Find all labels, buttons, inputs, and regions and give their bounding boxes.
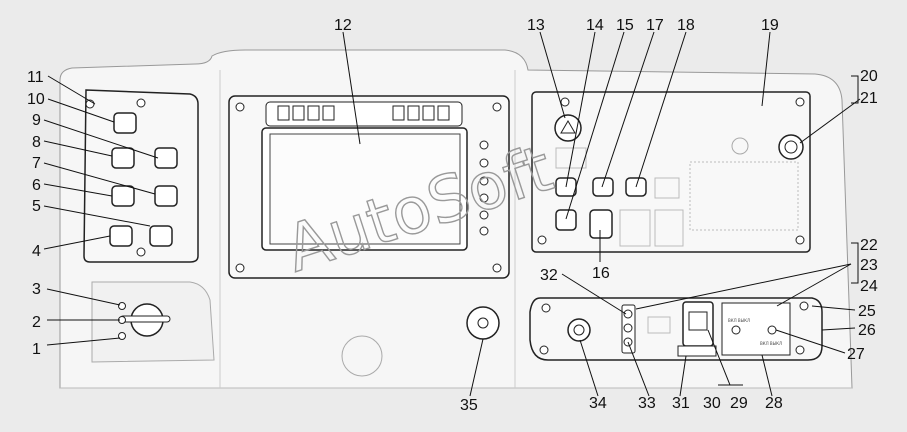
callout-30: 30 [703, 395, 721, 412]
switch-7[interactable] [154, 185, 178, 207]
label-plate-31 [677, 345, 717, 357]
hazard-button[interactable] [554, 114, 582, 142]
connector-socket [731, 325, 741, 335]
switch-15[interactable] [555, 209, 577, 231]
callout-29: 29 [730, 395, 748, 412]
callout-33: 33 [638, 395, 656, 412]
switch-4[interactable] [109, 225, 133, 247]
callout-10: 10 [27, 91, 45, 108]
callout-35: 35 [460, 397, 478, 414]
callout-15: 15 [616, 17, 634, 34]
position-1 [118, 332, 126, 340]
callout-1: 1 [32, 341, 41, 358]
callout-4: 4 [32, 243, 41, 260]
left-switch-panel [83, 89, 199, 263]
callout-18: 18 [677, 17, 695, 34]
display-button[interactable] [479, 140, 489, 150]
callout-26: 26 [858, 322, 876, 339]
display-button[interactable] [479, 226, 489, 236]
console-seams [219, 70, 516, 388]
callout-17: 17 [646, 17, 664, 34]
callout-28: 28 [765, 395, 783, 412]
callout-22: 22 [860, 237, 878, 254]
callout-14: 14 [586, 17, 604, 34]
switch-10[interactable] [113, 112, 137, 134]
right-lower-panel: ВКЛ ВЫКЛ ВКЛ ВЫКЛ [529, 297, 823, 361]
callout-11: 11 [27, 69, 44, 86]
callout-labels: 1 2 3 4 5 6 7 8 9 10 11 12 13 14 15 16 1… [27, 17, 878, 414]
callout-12: 12 [334, 17, 352, 34]
callout-34: 34 [589, 395, 607, 412]
callout-20: 20 [860, 68, 878, 85]
switch-8[interactable] [111, 147, 135, 169]
display-button[interactable] [479, 176, 489, 186]
display-button[interactable] [479, 158, 489, 168]
screw [136, 98, 146, 108]
callout-13: 13 [527, 17, 545, 34]
center-blank-cap [341, 335, 383, 377]
callout-8: 8 [32, 134, 41, 151]
switch-6[interactable] [111, 185, 135, 207]
right-upper-panel [531, 91, 811, 253]
hazard-triangle-icon [560, 120, 576, 134]
callout-7: 7 [32, 155, 41, 172]
switch-9[interactable] [154, 147, 178, 169]
callout-6: 6 [32, 177, 41, 194]
plate-text-2: ВКЛ ВЫКЛ [760, 341, 782, 346]
callout-3: 3 [32, 281, 41, 298]
position-3 [118, 302, 126, 310]
callout-25: 25 [858, 303, 876, 320]
screw [136, 247, 146, 257]
switch-17[interactable] [592, 177, 614, 197]
plate-text-1: ВКЛ ВЫКЛ [728, 318, 750, 323]
ignition-key [119, 315, 171, 323]
callout-16: 16 [592, 265, 610, 282]
callout-5: 5 [32, 198, 41, 215]
callout-24: 24 [860, 278, 878, 295]
display-button[interactable] [479, 210, 489, 220]
ignition-panel [91, 281, 215, 363]
callout-32: 32 [540, 267, 558, 284]
display-button[interactable] [479, 193, 489, 203]
switch-5[interactable] [149, 225, 173, 247]
leader-lines [43, 31, 861, 397]
callout-23: 23 [860, 257, 878, 274]
display-panel [228, 95, 510, 279]
callout-27: 27 [847, 346, 865, 363]
connector-socket [767, 325, 777, 335]
connector-block-28 [721, 302, 791, 356]
callout-2: 2 [32, 314, 41, 331]
callout-21: 21 [860, 90, 878, 107]
callout-9: 9 [32, 112, 41, 129]
switch-16[interactable] [589, 209, 613, 239]
callout-19: 19 [761, 17, 779, 34]
callout-31: 31 [672, 395, 690, 412]
